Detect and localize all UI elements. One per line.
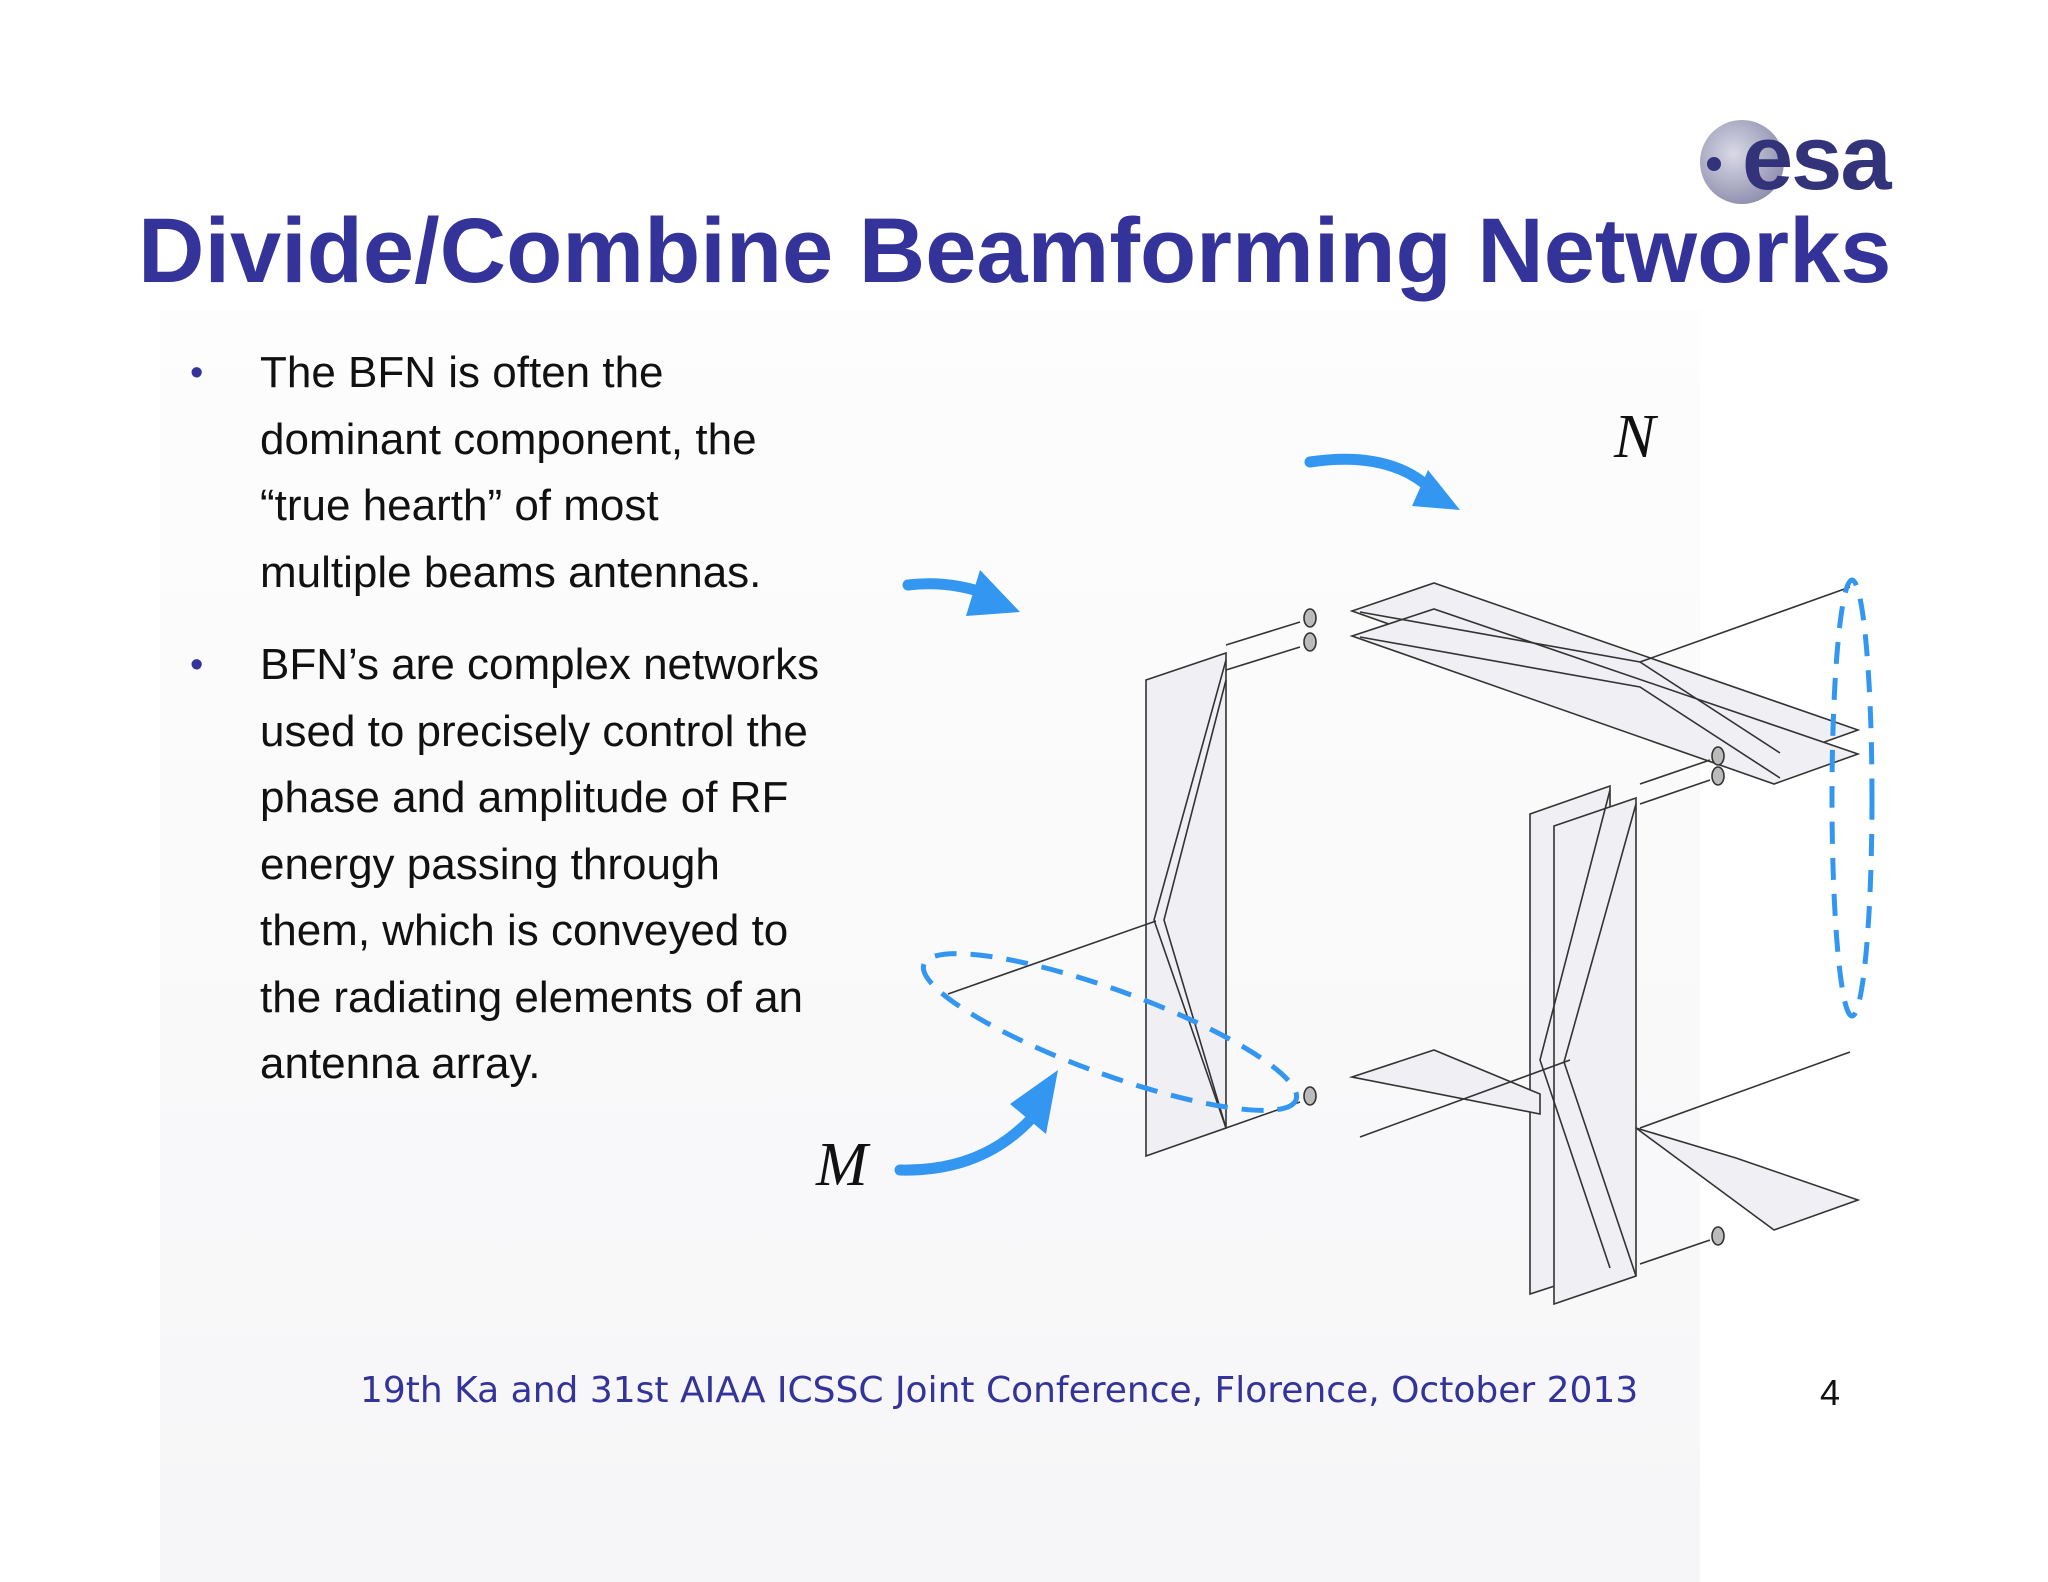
esa-logo [1700,120,1784,204]
label-m: M [816,1131,868,1199]
page-number: 4 [1820,1372,1841,1413]
footer-text: 19th Ka and 31st AIAA ICSSC Joint Confer… [360,1370,1639,1411]
slide-background [160,310,1700,1582]
antenna-element-icon [1303,632,1317,652]
slide-title: Divide/Combine Beamforming Networks [138,200,1892,302]
upper-panel-bottom [1349,608,1861,785]
bullet-list: • The BFN is often the dominant componen… [0,340,820,1098]
lower-panel-right [1635,1127,1861,1231]
antenna-element-icon [1711,746,1725,766]
antenna-element-icon [1303,1086,1317,1106]
antenna-element-icon [1711,766,1725,786]
bullet-item: • BFN’s are complex networks used to pre… [0,632,820,1098]
label-n: N [1614,403,1656,471]
curved-arrow-icon [1304,453,1438,496]
dashed-ellipse-n [1829,577,1875,1019]
antenna-elements [1303,608,1725,1246]
bullet-marker: • [190,644,204,686]
bullet-item: • The BFN is often the dominant componen… [0,340,820,606]
antenna-element-icon [1303,608,1317,628]
logo-wordmark: esa [1742,107,1891,209]
curved-arrow-icon [894,1114,1036,1176]
dashed-ellipse-m [920,951,1300,1113]
antenna-element-icon [1711,1226,1725,1246]
lower-panel-left [1348,1049,1541,1115]
bullet-text: BFN’s are complex networks used to preci… [260,640,820,1088]
bullet-text: The BFN is often the dominant component,… [260,348,762,597]
bfn-diagram [894,453,1875,1306]
network-lines [947,586,1851,1265]
bullet-marker: • [190,352,204,394]
